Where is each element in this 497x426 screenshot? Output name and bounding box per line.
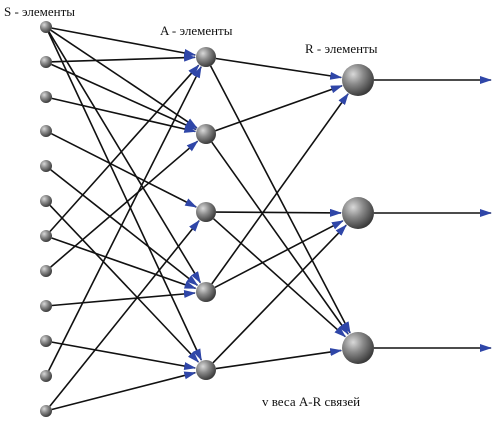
s-to-a-connection: [47, 32, 203, 361]
s-to-a-connection: [49, 204, 200, 363]
s-to-a-connection: [51, 237, 197, 290]
s-to-a-connection: [51, 53, 196, 63]
s-to-a-connection: [51, 27, 197, 57]
s-layer-label: S - элементы: [4, 4, 75, 19]
a-to-r-connection: [215, 57, 343, 80]
a-element-node: [196, 124, 216, 144]
nodes: [40, 21, 374, 417]
a-to-r-connection: [211, 92, 349, 285]
s-to-a-connection: [51, 371, 197, 411]
s-element-node: [40, 405, 52, 417]
s-element-node: [40, 160, 52, 172]
s-element-node: [40, 335, 52, 347]
s-to-a-connection: [49, 64, 200, 233]
s-to-a-connection: [51, 132, 198, 208]
a-to-r-connection: [211, 141, 349, 335]
s-to-a-connection: [47, 65, 202, 371]
a-to-r-connection: [215, 84, 343, 132]
s-element-node: [40, 125, 52, 137]
r-element-node: [342, 64, 374, 96]
s-to-a-connection: [51, 341, 197, 370]
s-to-a-connection: [50, 169, 199, 286]
s-to-a-connection: [48, 31, 201, 284]
connections: [47, 27, 492, 411]
r-layer-label: R - элементы: [305, 41, 378, 56]
s-to-a-connection: [50, 140, 199, 268]
s-element-node: [40, 56, 52, 68]
s-to-a-connection: [50, 29, 198, 129]
weights-label: v веса A-R связей: [262, 394, 360, 409]
a-to-r-connection: [212, 218, 347, 338]
a-element-node: [196, 202, 216, 222]
s-element-node: [40, 230, 52, 242]
s-to-a-connection: [49, 219, 200, 407]
a-to-r-connection: [215, 348, 343, 370]
r-element-node: [342, 197, 374, 229]
s-to-a-connection: [51, 97, 197, 133]
a-to-r-connection: [212, 224, 347, 364]
a-element-node: [196, 47, 216, 67]
s-element-node: [40, 91, 52, 103]
s-element-node: [40, 370, 52, 382]
a-element-node: [196, 282, 216, 302]
a-layer-label: A - элементы: [160, 23, 233, 38]
s-element-node: [40, 265, 52, 277]
s-element-node: [40, 21, 52, 33]
s-element-node: [40, 195, 52, 207]
s-to-a-connection: [51, 63, 197, 131]
a-to-r-connection: [209, 65, 351, 334]
r-element-node: [342, 332, 374, 364]
a-to-r-connection: [215, 208, 342, 217]
s-to-a-connection: [51, 289, 196, 307]
a-element-node: [196, 360, 216, 380]
s-element-node: [40, 300, 52, 312]
a-to-r-connection: [214, 220, 344, 289]
